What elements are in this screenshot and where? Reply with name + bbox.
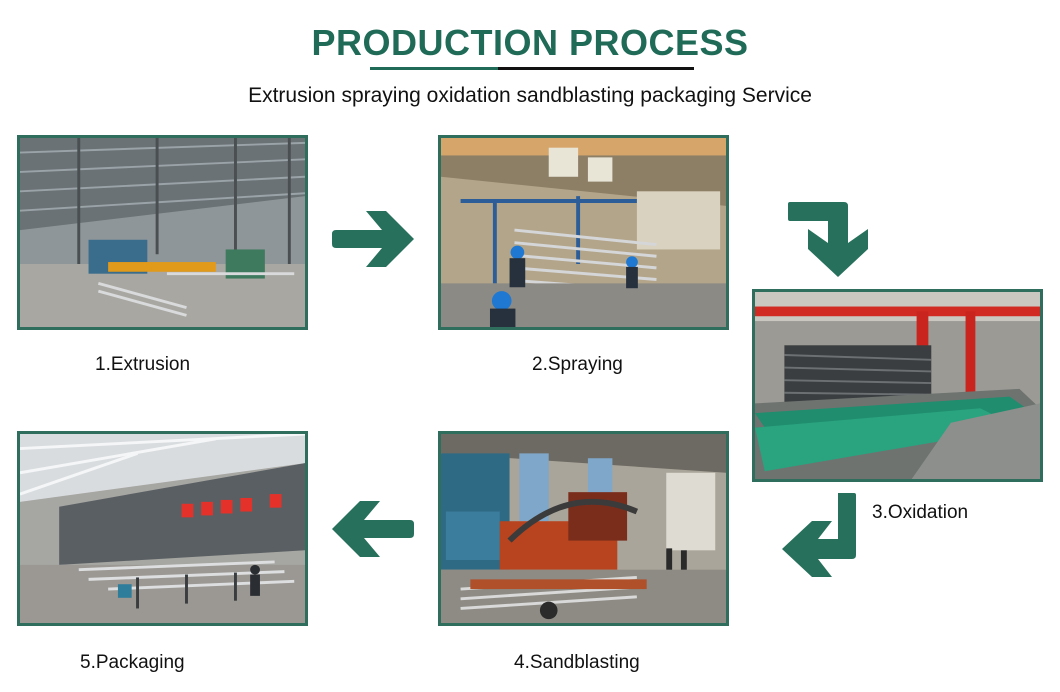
page-title: PRODUCTION PROCESS (311, 22, 749, 63)
step-caption-oxidation: 3.Oxidation (872, 502, 969, 523)
arrow-turn-down-icon (786, 199, 876, 281)
step-caption-sandblasting: 4.Sandblasting (514, 652, 640, 673)
page-subtitle: Extrusion spraying oxidation sandblastin… (248, 84, 812, 107)
step-caption-extrusion: 1.Extrusion (95, 354, 191, 375)
packaging-photo (17, 431, 308, 626)
arrow-right-icon (330, 203, 418, 275)
step-caption-spraying: 2.Spraying (532, 354, 623, 375)
title-underline (370, 67, 694, 70)
extrusion-photo (17, 135, 308, 330)
spraying-photo (438, 135, 729, 330)
oxidation-photo (752, 289, 1043, 482)
arrow-left-icon (328, 493, 416, 565)
title-underline-dark (498, 67, 694, 70)
sandblasting-photo (438, 431, 729, 626)
title-underline-accent (370, 67, 498, 70)
arrow-turn-left-icon (778, 491, 860, 581)
step-caption-packaging: 5.Packaging (80, 652, 185, 673)
